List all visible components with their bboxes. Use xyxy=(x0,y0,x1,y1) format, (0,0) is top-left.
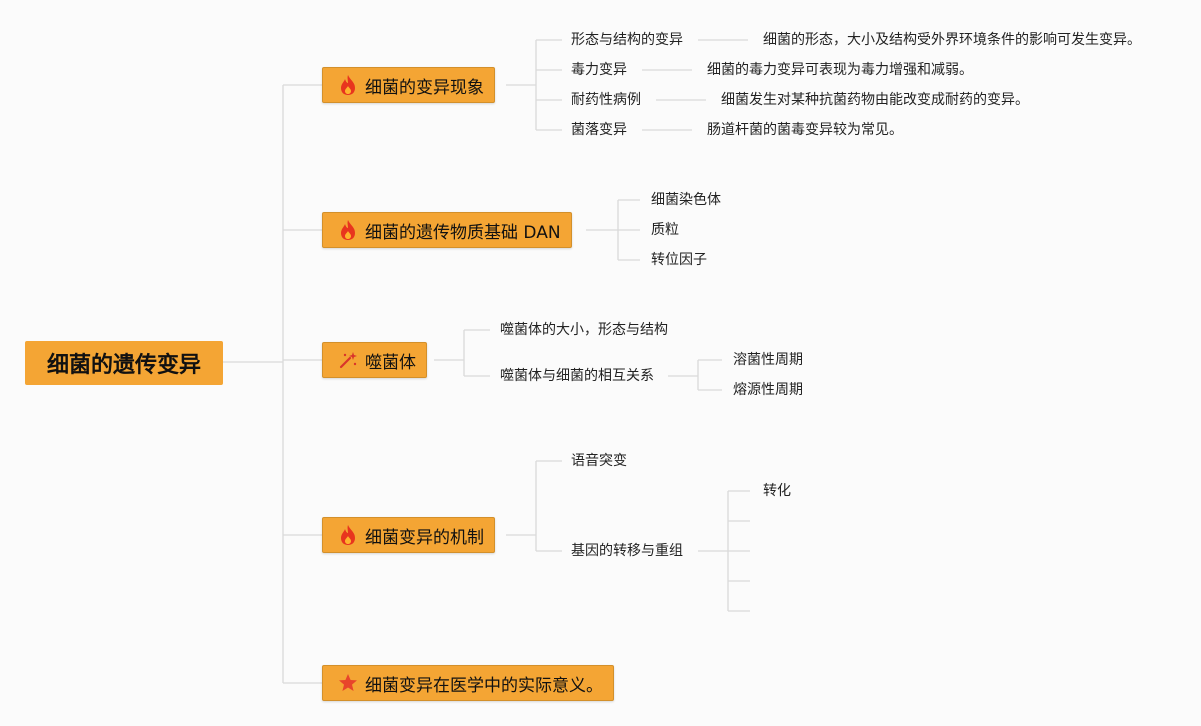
list-item[interactable]: 细菌染色体 xyxy=(651,192,721,208)
branch-variation-mechanism[interactable]: 细菌变异的机制 xyxy=(322,517,495,553)
list-item[interactable]: 熔源性周期 xyxy=(733,382,803,398)
list-item-detail[interactable]: 细菌发生对某种抗菌药物由能改变成耐药的变异。 xyxy=(721,92,1029,108)
branch-genetic-material[interactable]: 细菌的遗传物质基础 DAN xyxy=(322,212,572,248)
list-item[interactable]: 转位因子 xyxy=(651,252,707,268)
list-item[interactable]: 毒力变异 xyxy=(571,62,627,78)
branch-medical-significance[interactable]: 细菌变异在医学中的实际意义。 xyxy=(322,665,614,701)
branch-bacterial-variation[interactable]: 细菌的变异现象 xyxy=(322,67,495,103)
list-item[interactable]: 噬菌体的大小，形态与结构 xyxy=(500,322,668,338)
branch-label: 细菌的遗传物质基础 DAN xyxy=(365,222,561,243)
fire-icon xyxy=(337,219,359,241)
star-icon xyxy=(337,672,359,694)
list-item[interactable]: 语音突变 xyxy=(571,453,627,469)
root-topic[interactable]: 细菌的遗传变异 xyxy=(25,341,223,385)
list-item[interactable]: 基因的转移与重组 xyxy=(571,543,683,559)
list-item-detail[interactable]: 肠道杆菌的菌毒变异较为常见。 xyxy=(707,122,903,138)
list-item[interactable]: 质粒 xyxy=(651,222,679,238)
list-item[interactable]: 菌落变异 xyxy=(571,122,627,138)
empty-topic[interactable] xyxy=(751,572,771,590)
empty-topic[interactable] xyxy=(751,602,771,620)
empty-topic[interactable] xyxy=(751,512,771,530)
branch-phage[interactable]: 噬菌体 xyxy=(322,342,427,378)
list-item[interactable]: 噬菌体与细菌的相互关系 xyxy=(500,368,654,384)
branch-label: 噬菌体 xyxy=(365,352,416,373)
list-item[interactable]: 转化 xyxy=(763,483,791,499)
list-item-detail[interactable]: 细菌的形态，大小及结构受外界环境条件的影响可发生变异。 xyxy=(763,32,1141,48)
fire-icon xyxy=(337,524,359,546)
fire-icon xyxy=(337,74,359,96)
list-item-detail[interactable]: 细菌的毒力变异可表现为毒力增强和减弱。 xyxy=(707,62,973,78)
list-item[interactable]: 形态与结构的变异 xyxy=(571,32,683,48)
list-item[interactable]: 溶菌性周期 xyxy=(733,352,803,368)
branch-label: 细菌变异的机制 xyxy=(365,527,484,548)
sparkle-wand-icon xyxy=(337,349,359,371)
branch-label: 细菌变异在医学中的实际意义。 xyxy=(365,675,603,696)
list-item[interactable]: 耐药性病例 xyxy=(571,92,641,108)
branch-label: 细菌的变异现象 xyxy=(365,77,484,98)
empty-topic[interactable] xyxy=(751,542,771,560)
